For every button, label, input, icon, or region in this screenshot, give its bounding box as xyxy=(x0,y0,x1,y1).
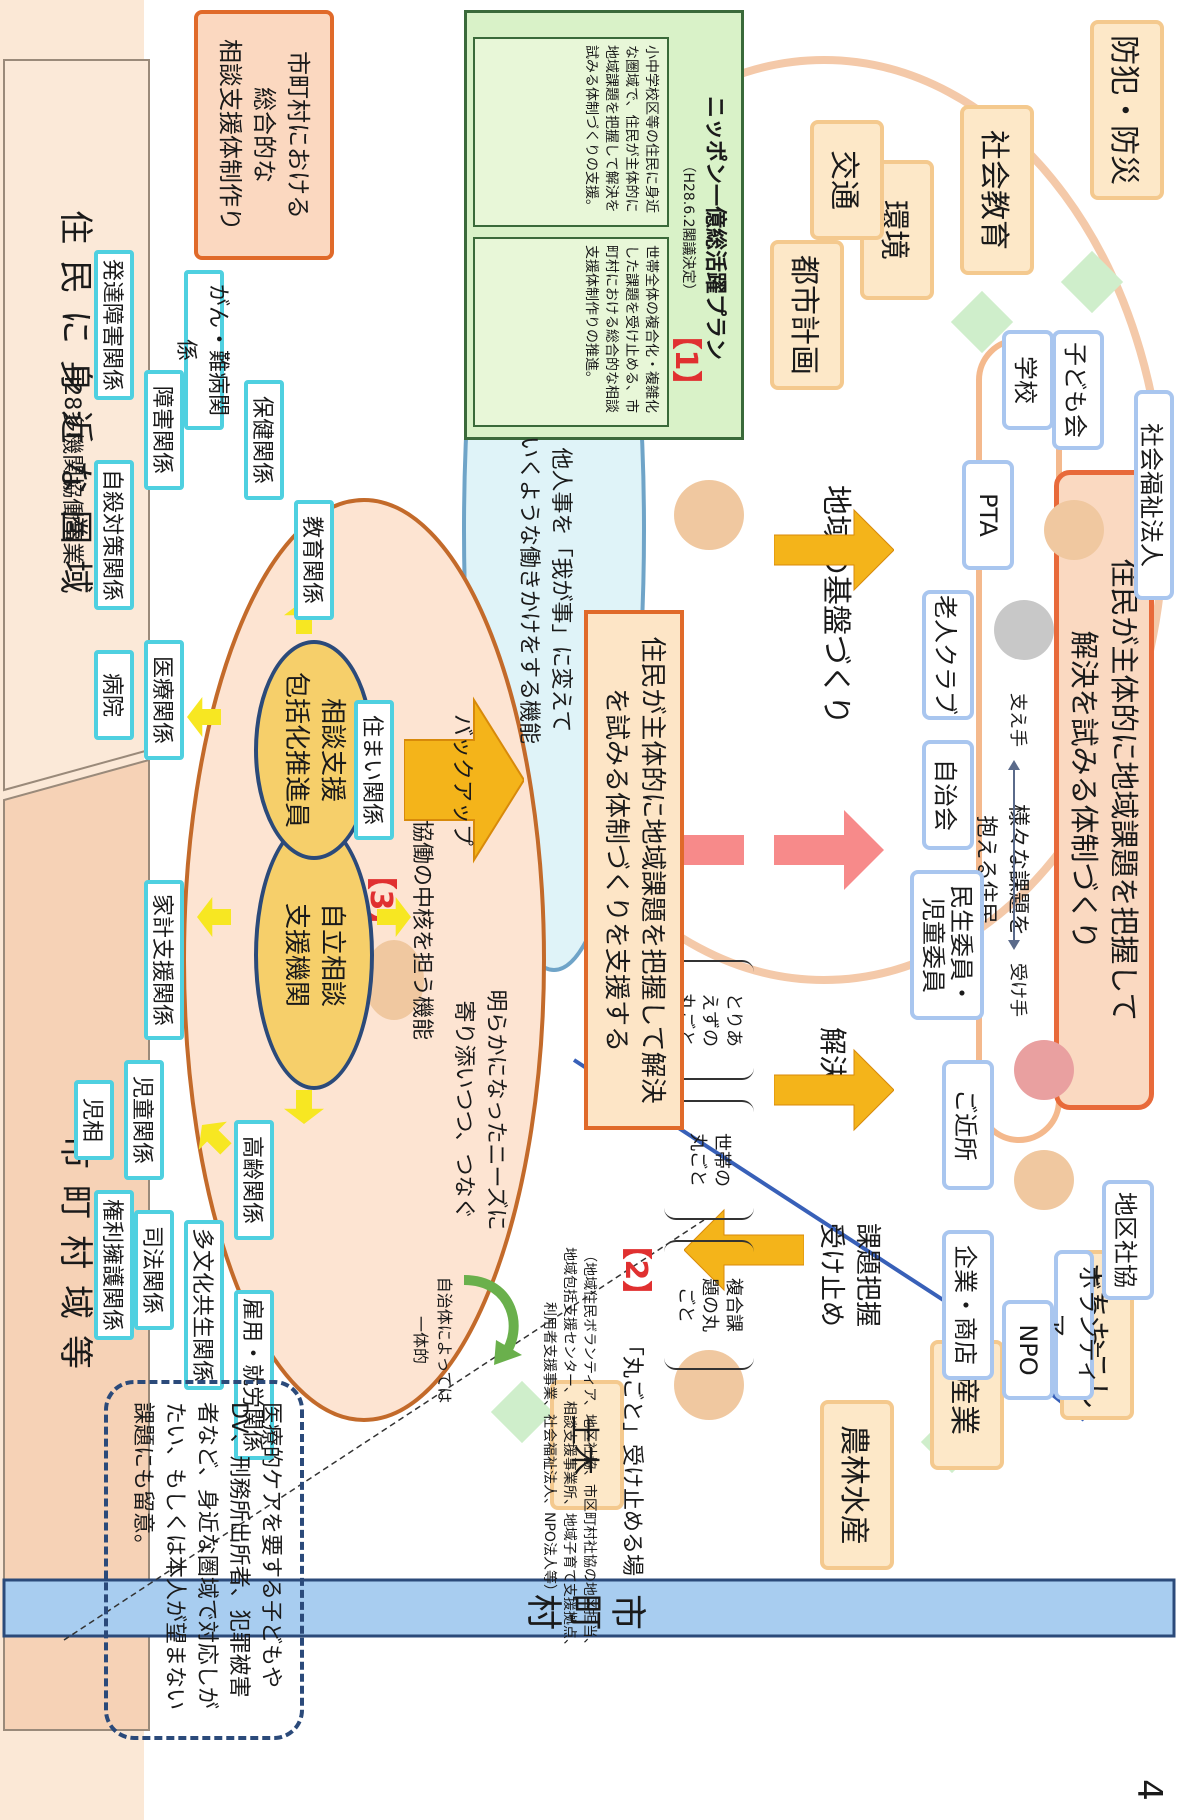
backup-label: バックアップ xyxy=(449,713,474,846)
member-kigyo: 企業・商店 xyxy=(942,1230,994,1380)
cycle-base-label: 地域の基盤づくり xyxy=(818,485,853,725)
receive-support-arrow xyxy=(1008,760,1020,950)
person-icon xyxy=(1014,1150,1074,1210)
member-pta: PTA xyxy=(962,460,1014,570)
page-number: 4 xyxy=(1129,1779,1169,1801)
member-kodomo: 子ども会 xyxy=(1052,330,1104,450)
advisor-person-icon xyxy=(674,480,744,550)
agency-hattatsu: 発達障害関係 xyxy=(94,250,134,400)
agency-shihou: 司法関係 xyxy=(134,1210,174,1330)
person-icon xyxy=(1044,500,1104,560)
center-jiritsu: 自立相談 支援機関 xyxy=(254,820,374,1090)
agency-hoken: 保健関係 xyxy=(244,380,284,500)
agency-jisou: 児相 xyxy=(74,1080,114,1160)
member-jichikai: 自治会 xyxy=(922,740,974,850)
marker2-note: （地域住民ボランティア、地区社協、市区町村社協の地区担当、 地域包括支援センター… xyxy=(541,1247,597,1653)
curved-arrow-icon xyxy=(463,1275,522,1365)
agency-kyouiku: 教育関係 xyxy=(294,500,334,620)
tag-nourin: 農林水産 xyxy=(820,1400,894,1570)
band-right-shape xyxy=(3,758,150,1731)
receive-label: 受け手 xyxy=(1007,963,1028,1017)
h28-label: H28多機関協働事業 xyxy=(59,365,84,565)
person-icon xyxy=(1014,1040,1074,1100)
member-shakai-fukushi: 社会福祉法人 xyxy=(1134,390,1174,600)
member-gokinjo: ご近所 xyxy=(942,1060,994,1190)
yellow-up-arrow-icon xyxy=(774,508,894,592)
agency-sumai: 住まい関係 xyxy=(354,700,394,840)
support-label: 支え手 xyxy=(1007,693,1028,747)
agency-kenri: 権利擁護関係 xyxy=(94,1190,134,1340)
backup-arrow-icon xyxy=(404,696,524,864)
bracket-fukugo: 複合課 題の丸 ごと xyxy=(664,1240,754,1370)
municipal-title-box: 市町村における 総合的な 相談支援体制作り xyxy=(194,10,334,260)
member-volunteer: ボランティア xyxy=(1040,1250,1103,1400)
kyodo-label: 協働の中核を担う機能 xyxy=(409,819,434,1040)
marker-1: 【1】 xyxy=(668,319,703,401)
marker-2: 【2】 xyxy=(618,1229,653,1311)
shichouson-bar-shape xyxy=(2,1578,1176,1638)
h28-pointer xyxy=(63,1219,705,1641)
agency-gan: がん・難病関係 xyxy=(173,270,230,430)
tag-shakai-kyouiku: 社会教育 xyxy=(960,105,1034,275)
tag-koutsu: 交通 xyxy=(810,120,884,240)
red-arrow-up-icon xyxy=(774,810,884,890)
agency-iryou: 医療関係 xyxy=(144,640,184,760)
agency-byouin: 病院 xyxy=(94,650,134,740)
member-gakkou: 学校 xyxy=(1002,330,1054,430)
plan-text-1: 小中学校区等の住民に身近な圏域で、住民が主体的に地域課題を把握して解決を試みる体… xyxy=(473,37,669,227)
person-icon xyxy=(994,600,1054,660)
agency-tabunka: 多文化共生関係 xyxy=(184,1220,224,1390)
agency-jidou: 児童関係 xyxy=(124,1060,164,1180)
member-roujin: 老人クラブ xyxy=(922,590,974,720)
yellow-up-arrow-icon xyxy=(774,1048,894,1132)
cycle-haaku-label: 課題把握 受け止め xyxy=(816,1222,882,1327)
agency-kakei: 家計支援関係 xyxy=(144,880,184,1040)
yellow-down-arrow-icon xyxy=(684,1208,804,1292)
agency-jisatsu: 自殺対策関係 xyxy=(94,460,134,610)
member-npo: NPO xyxy=(1002,1300,1054,1400)
tag-toshi-keikaku: 都市計画 xyxy=(770,240,844,390)
tag-bousai: 防犯・防災 xyxy=(1090,20,1164,200)
needs-text: 明らかになったニーズに 寄り添いつつ、つなぐ xyxy=(451,989,508,1231)
member-chiku-shakyo: 地区社協 xyxy=(1102,1180,1154,1300)
agency-koureii: 高齢関係 xyxy=(234,1120,274,1240)
dashed-note: 医療的ケアを要する子どもやDV、刑務所出所者、犯罪被害者など、身近な圏域で対応し… xyxy=(104,1380,304,1740)
support-box: 住民が主体的に地域課題を把握して解決 を試みる体制づくりを支援する xyxy=(584,610,684,1130)
member-minsei: 民生委員・ 児童委員 xyxy=(910,870,984,1020)
